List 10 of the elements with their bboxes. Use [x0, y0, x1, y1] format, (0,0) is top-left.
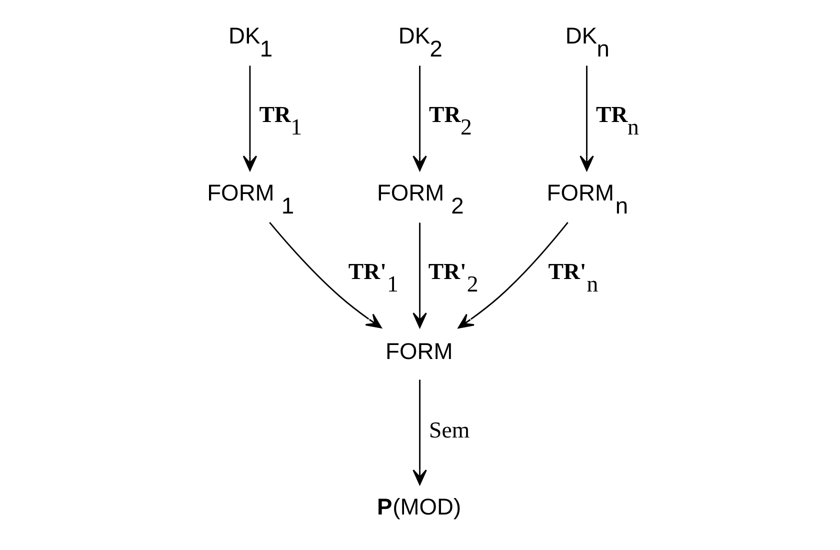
- node-text: FORM: [385, 338, 452, 364]
- arrow: [412, 222, 426, 328]
- edge-label: Sem: [428, 417, 470, 442]
- arrow: [242, 66, 257, 172]
- arrow: [412, 380, 426, 486]
- arrow: [412, 66, 426, 172]
- node-text: P(MOD): [376, 493, 461, 520]
- arrow: [579, 66, 594, 172]
- arrow: [457, 222, 568, 328]
- arrow: [268, 222, 382, 328]
